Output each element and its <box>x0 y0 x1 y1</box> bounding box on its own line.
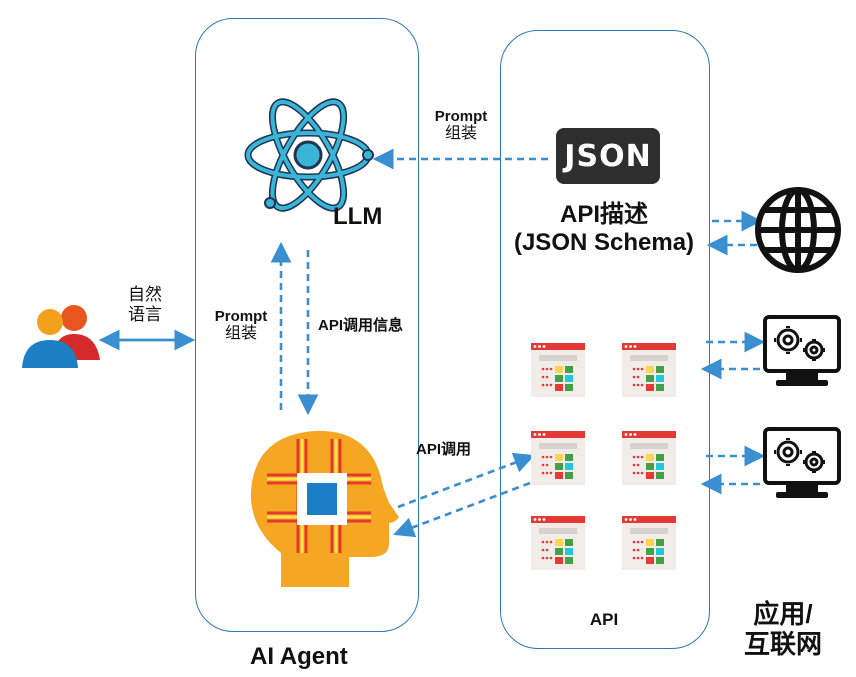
api-description-label: API描述 (JSON Schema) <box>513 201 695 256</box>
prompt-assembly-label-left: Prompt 组装 <box>214 308 268 343</box>
api-window-icon <box>531 343 585 397</box>
server-monitor-icon <box>763 315 841 386</box>
llm-atom-icon <box>244 98 374 212</box>
api-footer-label: API <box>589 610 619 629</box>
head-to-api-arrow <box>397 452 535 509</box>
api-call-label: API调用 <box>416 441 472 458</box>
llm-label: LLM <box>333 203 383 230</box>
api-window-icon <box>531 431 585 485</box>
globe-icon <box>755 187 841 273</box>
api-to-head-arrow <box>393 481 531 538</box>
server-monitor-icon <box>763 427 841 498</box>
natural-language-label: 自然 语言 <box>128 285 162 324</box>
api-window-icon <box>622 516 676 570</box>
api-window-icon <box>531 516 585 570</box>
json-badge: JSON <box>556 128 660 184</box>
ai-agent-title: AI Agent <box>250 643 348 670</box>
api-window-icon <box>622 343 676 397</box>
users-icon <box>22 305 100 368</box>
api-window-icon <box>622 431 676 485</box>
apps-internet-label: 应用/ 互联网 <box>743 599 822 659</box>
api-call-info-label: API调用信息 <box>318 317 404 334</box>
prompt-assembly-label-right: Prompt 组装 <box>434 108 488 143</box>
ai-head-icon <box>250 430 399 587</box>
